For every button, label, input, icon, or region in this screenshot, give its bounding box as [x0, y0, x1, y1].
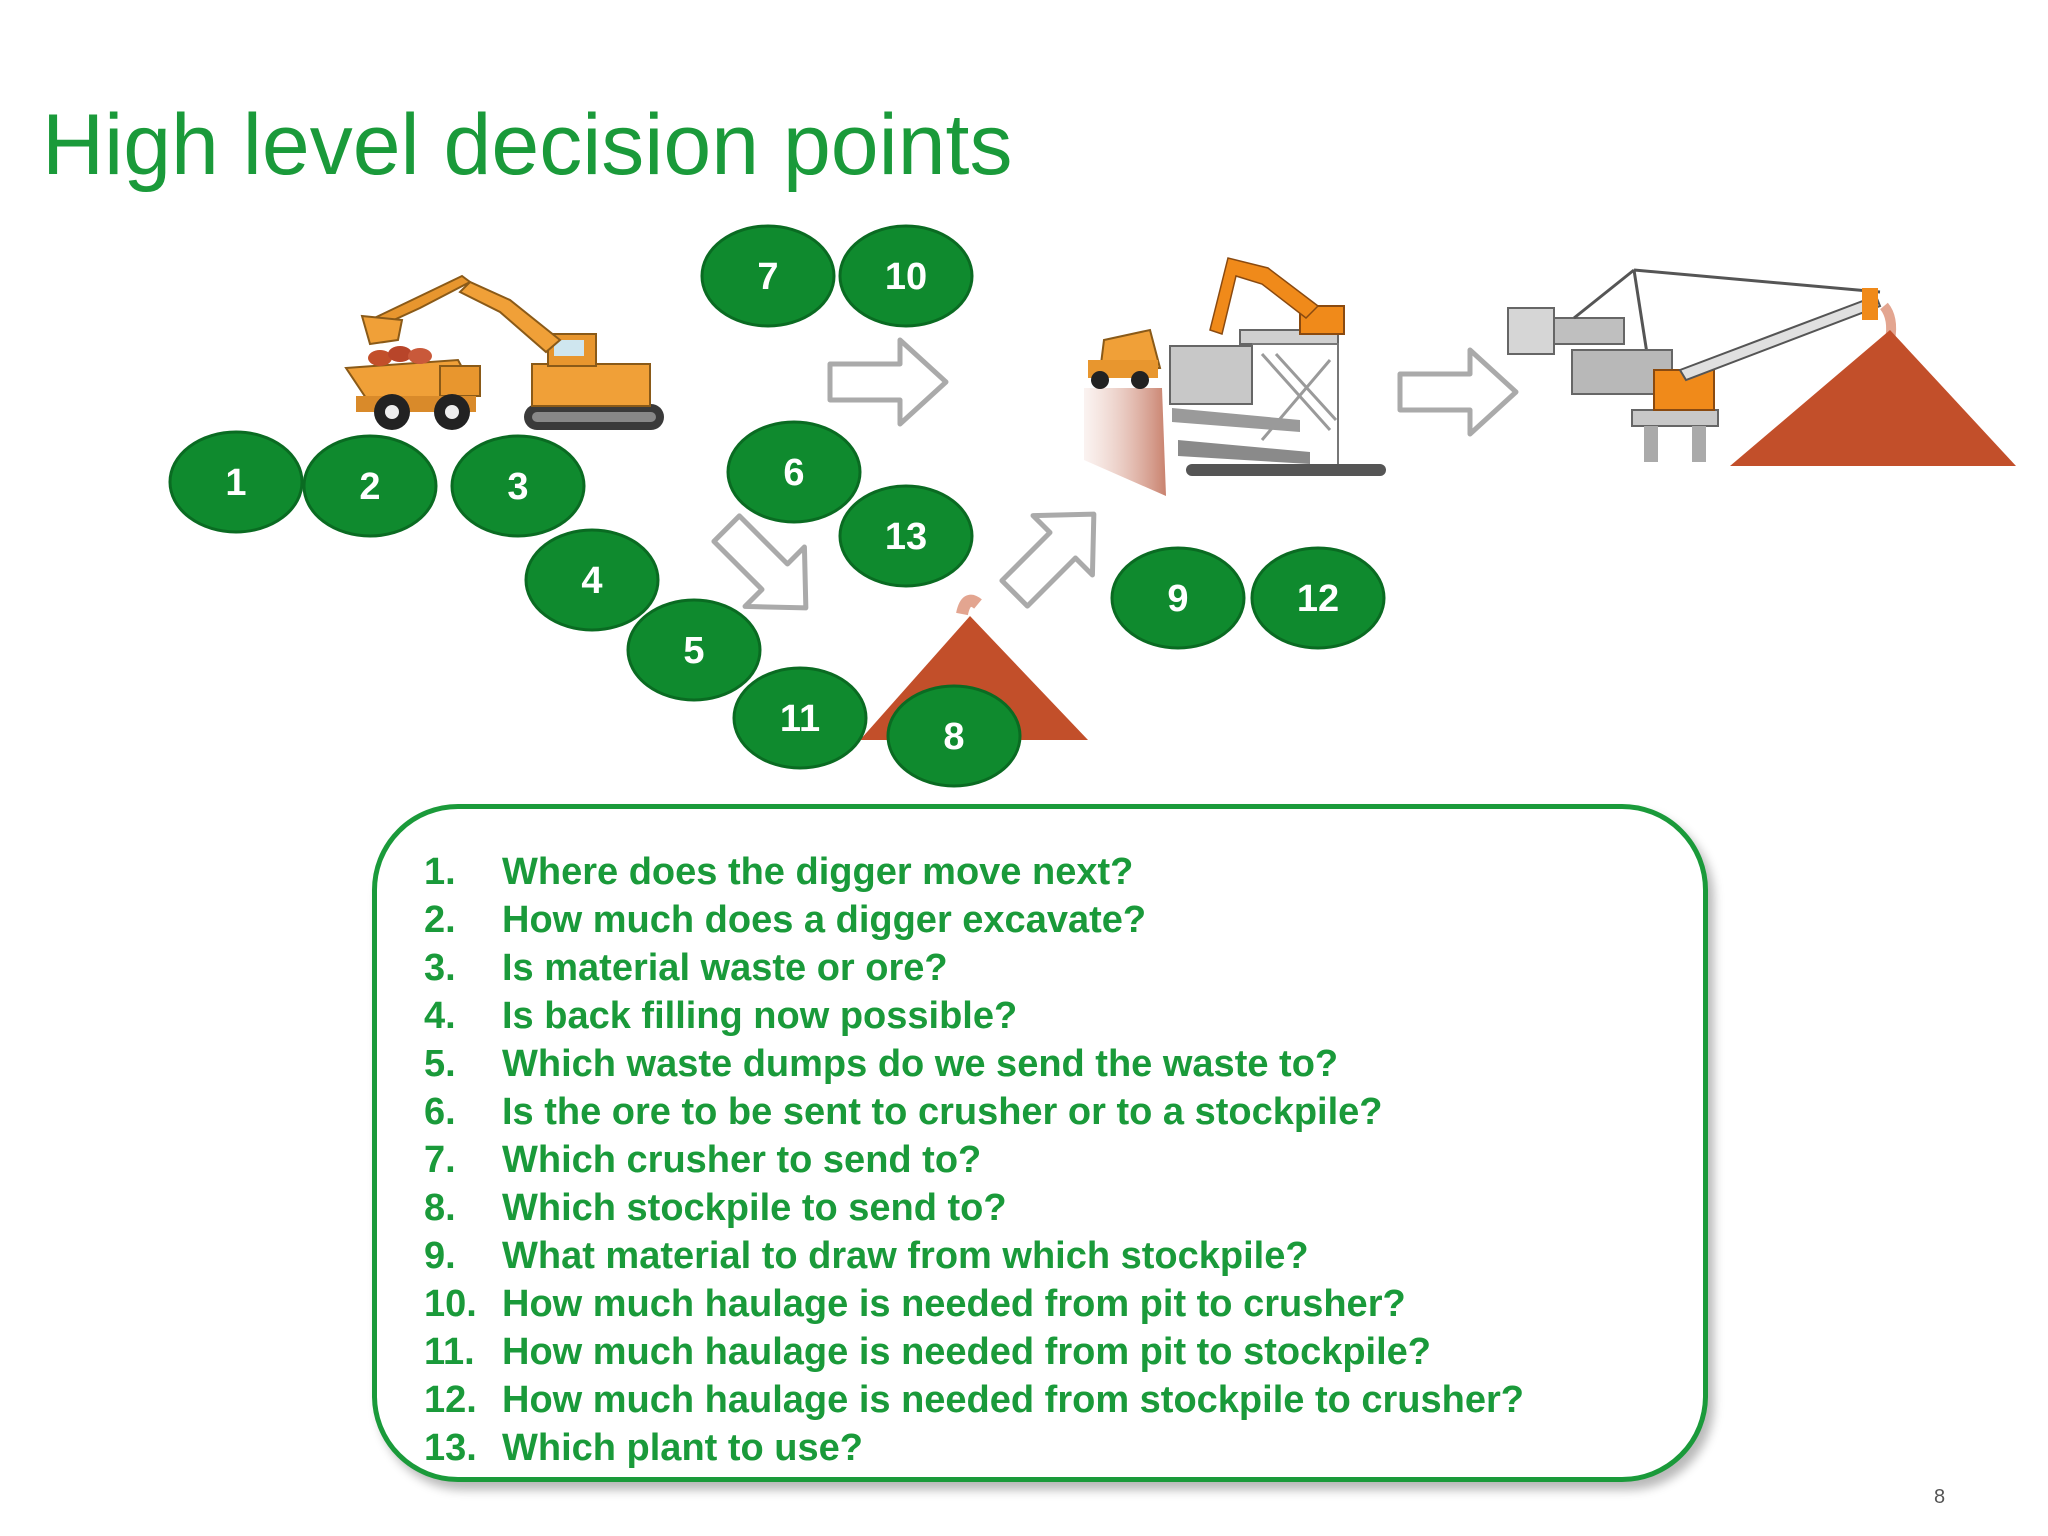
question-number: 4. — [424, 995, 456, 1037]
question-number: 6. — [424, 1091, 456, 1133]
badge-label: 12 — [1297, 578, 1339, 620]
question-number: 7. — [424, 1139, 456, 1181]
badge-ellipse — [1250, 546, 1386, 650]
question-number: 5. — [424, 1043, 456, 1085]
badge-label: 8 — [943, 716, 964, 758]
question-item: 9. What material to draw from which stock… — [424, 1232, 1524, 1280]
question-number: 8. — [424, 1187, 456, 1229]
question-item: 8. Which stockpile to send to? — [424, 1184, 1524, 1232]
badge-label: 9 — [1167, 578, 1188, 620]
question-text: Which stockpile to send to? — [502, 1187, 1007, 1229]
badge-label: 5 — [683, 630, 704, 672]
question-text: Is material waste or ore? — [502, 947, 948, 989]
badge-ellipse — [700, 224, 836, 328]
question-item: 6. Is the ore to be sent to crusher or to… — [424, 1088, 1524, 1136]
questions-panel — [372, 804, 1708, 1482]
decision-badge-12: 12 — [1250, 546, 1386, 650]
decision-badge-4: 4 — [524, 528, 660, 632]
badge-ellipse — [1110, 546, 1246, 650]
badge-label: 7 — [757, 256, 778, 298]
badge-ellipse — [302, 434, 438, 538]
decision-badge-10: 10 — [838, 224, 974, 328]
badge-ellipse — [450, 434, 586, 538]
decision-badge-5: 5 — [626, 598, 762, 702]
badge-ellipse — [168, 430, 304, 534]
excavator-truck-illustration — [344, 274, 664, 430]
decision-badge-6: 6 — [726, 420, 862, 524]
question-item: 5. Which waste dumps do we send the waste… — [424, 1040, 1524, 1088]
badge-ellipse — [626, 598, 762, 702]
badge-label: 6 — [783, 452, 804, 494]
question-item: 7. Which crusher to send to? — [424, 1136, 1524, 1184]
badge-label: 4 — [581, 560, 602, 602]
badge-ellipse — [524, 528, 660, 632]
badge-ellipse — [838, 224, 974, 328]
question-text: Is back filling now possible? — [502, 995, 1018, 1037]
decision-badge-8: 8 — [886, 684, 1022, 788]
question-text: How much haulage is needed from stockpil… — [502, 1379, 1524, 1421]
haul-truck-icon — [344, 346, 481, 430]
stockpile-shape — [1730, 330, 2016, 466]
question-text: How much haulage is needed from pit to s… — [502, 1331, 1432, 1373]
arrow-diagonal-up-icon — [999, 511, 1097, 609]
question-item: 2. How much does a digger excavate? — [424, 896, 1524, 944]
decision-badge-9: 9 — [1110, 546, 1246, 650]
dumping-truck-icon — [1088, 328, 1162, 389]
question-text: Which waste dumps do we send the waste t… — [502, 1043, 1339, 1085]
badge-label: 2 — [359, 466, 380, 508]
decision-badge-3: 3 — [450, 434, 586, 538]
question-text: Where does the digger move next? — [502, 851, 1134, 893]
page-title: High level decision points — [42, 97, 1013, 193]
question-text: Is the ore to be sent to crusher or to a… — [502, 1091, 1383, 1133]
question-number: 9. — [424, 1235, 456, 1277]
badge-label: 3 — [507, 466, 528, 508]
question-item: 10. How much haulage is needed from pit t… — [424, 1280, 1524, 1328]
badge-label: 13 — [885, 516, 927, 558]
decision-badge-13: 13 — [838, 484, 974, 588]
question-text: What material to draw from which stockpi… — [502, 1235, 1309, 1277]
question-number: 1. — [424, 851, 456, 893]
arrow-diagonal-down-icon — [711, 513, 809, 611]
badge-label: 1 — [225, 462, 246, 504]
question-text: How much haulage is needed from pit to c… — [502, 1283, 1406, 1325]
question-item: 3. Is material waste or ore? — [424, 944, 1524, 992]
question-item: 1. Where does the digger move next? — [424, 848, 1524, 896]
decision-badge-1: 1 — [168, 430, 304, 534]
question-item: 4. Is back filling now possible? — [424, 992, 1524, 1040]
badge-ellipse — [726, 420, 862, 524]
question-text: Which plant to use? — [502, 1427, 863, 1469]
question-number: 13. — [424, 1427, 477, 1469]
decision-badge-7: 7 — [700, 224, 836, 328]
decision-badge-2: 2 — [302, 434, 438, 538]
question-number: 10. — [424, 1283, 477, 1325]
question-number: 12. — [424, 1379, 477, 1421]
decision-badge-11: 11 — [732, 666, 868, 770]
page-number: 8 — [1934, 1486, 1946, 1508]
arrow-right-icon-1 — [827, 337, 949, 427]
question-item: 11. How much haulage is needed from pit t… — [424, 1328, 1524, 1376]
badge-ellipse — [886, 684, 1022, 788]
question-item: 12. How much haulage is needed from stock… — [424, 1376, 1524, 1424]
question-number: 11. — [424, 1331, 475, 1373]
question-number: 3. — [424, 947, 456, 989]
badge-label: 10 — [885, 256, 927, 298]
question-text: Which crusher to send to? — [502, 1139, 982, 1181]
question-item: 13. Which plant to use? — [424, 1424, 1524, 1472]
badge-ellipse — [838, 484, 974, 588]
arrow-right-icon-2 — [1397, 347, 1519, 437]
badge-label: 11 — [780, 698, 820, 740]
question-text: How much does a digger excavate? — [502, 899, 1147, 941]
badge-ellipse — [732, 666, 868, 770]
stacker-stockpile-illustration — [1507, 268, 2016, 466]
excavator-icon — [360, 274, 664, 430]
question-number: 2. — [424, 899, 456, 941]
questions-list: 1. Where does the digger move next? 2. How … — [424, 848, 1524, 1472]
crusher-illustration — [1084, 257, 1386, 496]
